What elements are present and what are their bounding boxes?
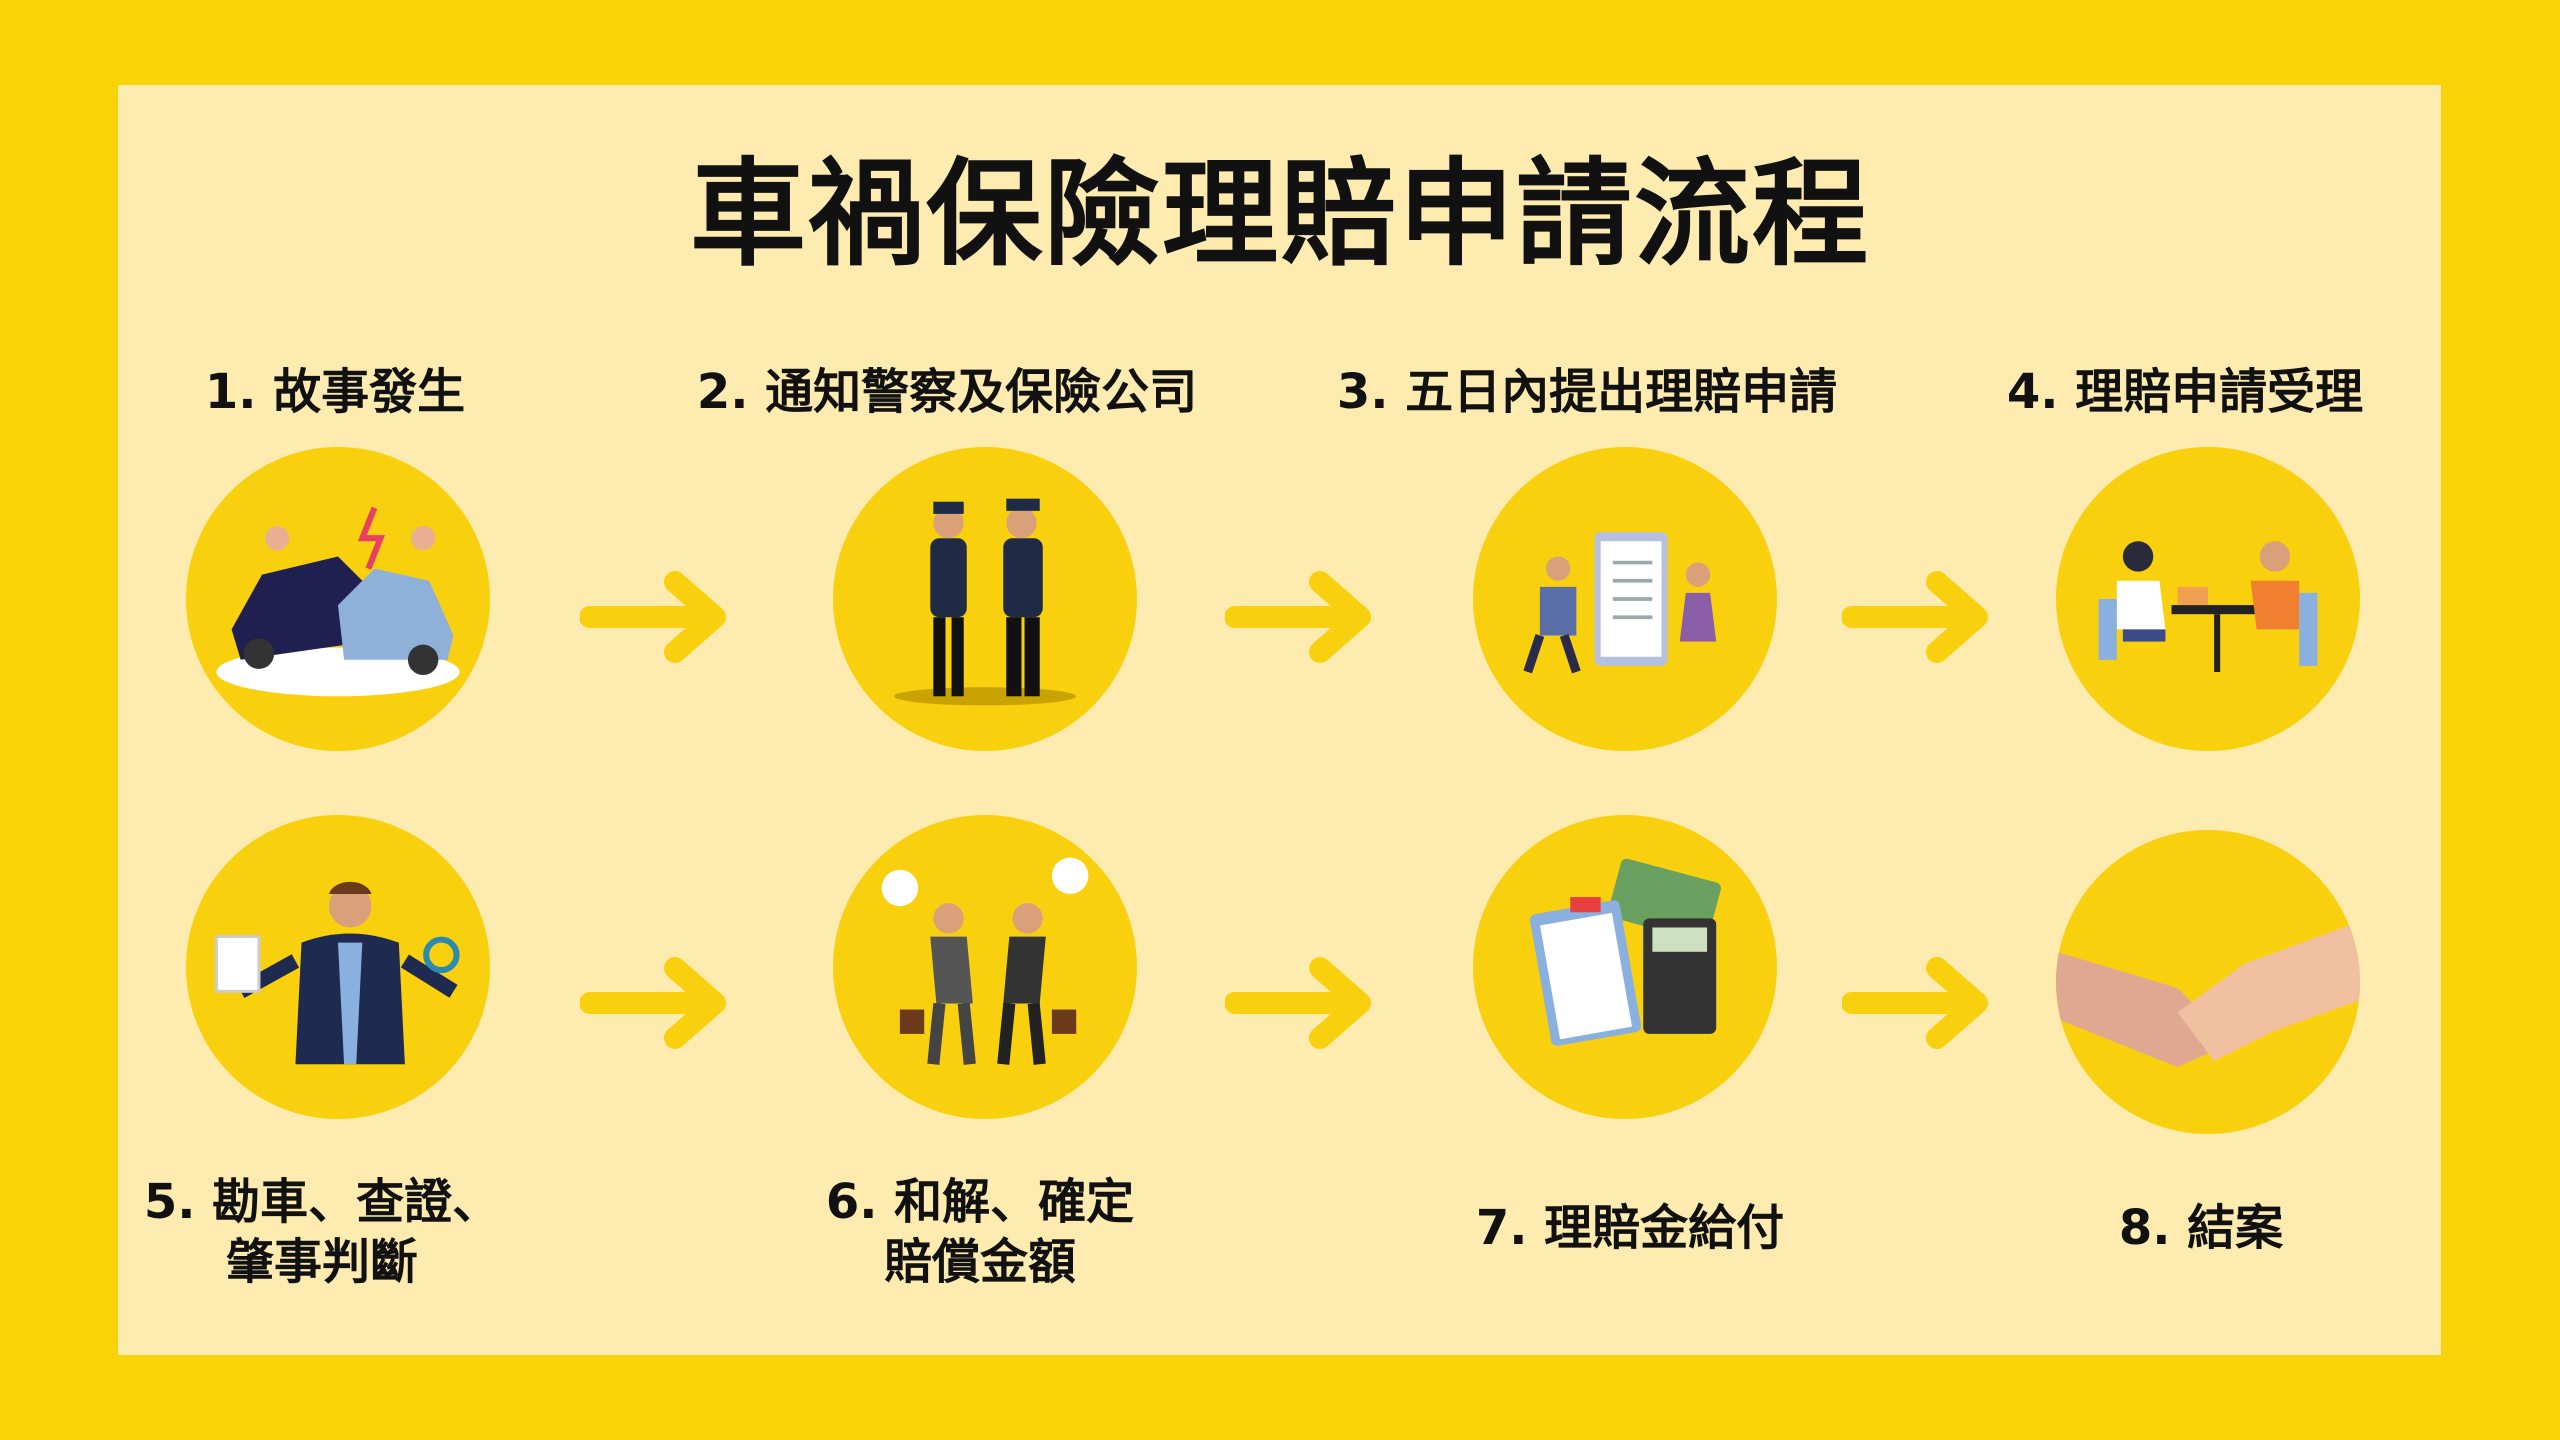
step-7-label: 7. 理賠金給付 — [1475, 1200, 1785, 1256]
step-2-label: 2. 通知警察及保險公司 — [696, 364, 1198, 420]
step-5-label: 5. 勘車、查證、 肇事判斷 — [2, 1172, 642, 1292]
arrow-right-icon — [580, 571, 726, 663]
handshake-icon — [2056, 830, 2360, 1134]
content-panel — [118, 85, 2441, 1355]
step-8-label: 8. 結案 — [2118, 1200, 2284, 1256]
step-5-label-line1: 5. 勘車、查證、 — [143, 1174, 501, 1230]
payment-calculator-icon — [1473, 815, 1777, 1119]
police-officers-icon — [833, 447, 1137, 751]
car-accident-icon — [186, 447, 490, 751]
step-6-label-line2: 賠償金額 — [883, 1234, 1076, 1290]
arrow-right-icon — [580, 957, 726, 1049]
claim-form-icon — [1473, 447, 1777, 751]
meeting-icon — [2056, 447, 2360, 751]
business-handshake-icon — [833, 815, 1137, 1119]
arrow-right-icon — [1225, 957, 1371, 1049]
page-title: 車禍保險理賠申請流程 — [690, 147, 1870, 282]
investigator-icon — [186, 815, 490, 1119]
arrow-right-icon — [1225, 571, 1371, 663]
step-3-label: 3. 五日內提出理賠申請 — [1336, 364, 1838, 420]
arrow-right-icon — [1842, 571, 1988, 663]
step-6-label-line1: 6. 和解、確定 — [825, 1174, 1135, 1230]
step-6-label: 6. 和解、確定 賠償金額 — [660, 1172, 1300, 1292]
arrow-right-icon — [1842, 957, 1988, 1049]
step-4-label: 4. 理賠申請受理 — [2006, 364, 2364, 420]
step-1-label: 1. 故事發生 — [204, 364, 466, 420]
step-5-label-line2: 肇事判斷 — [225, 1234, 418, 1290]
